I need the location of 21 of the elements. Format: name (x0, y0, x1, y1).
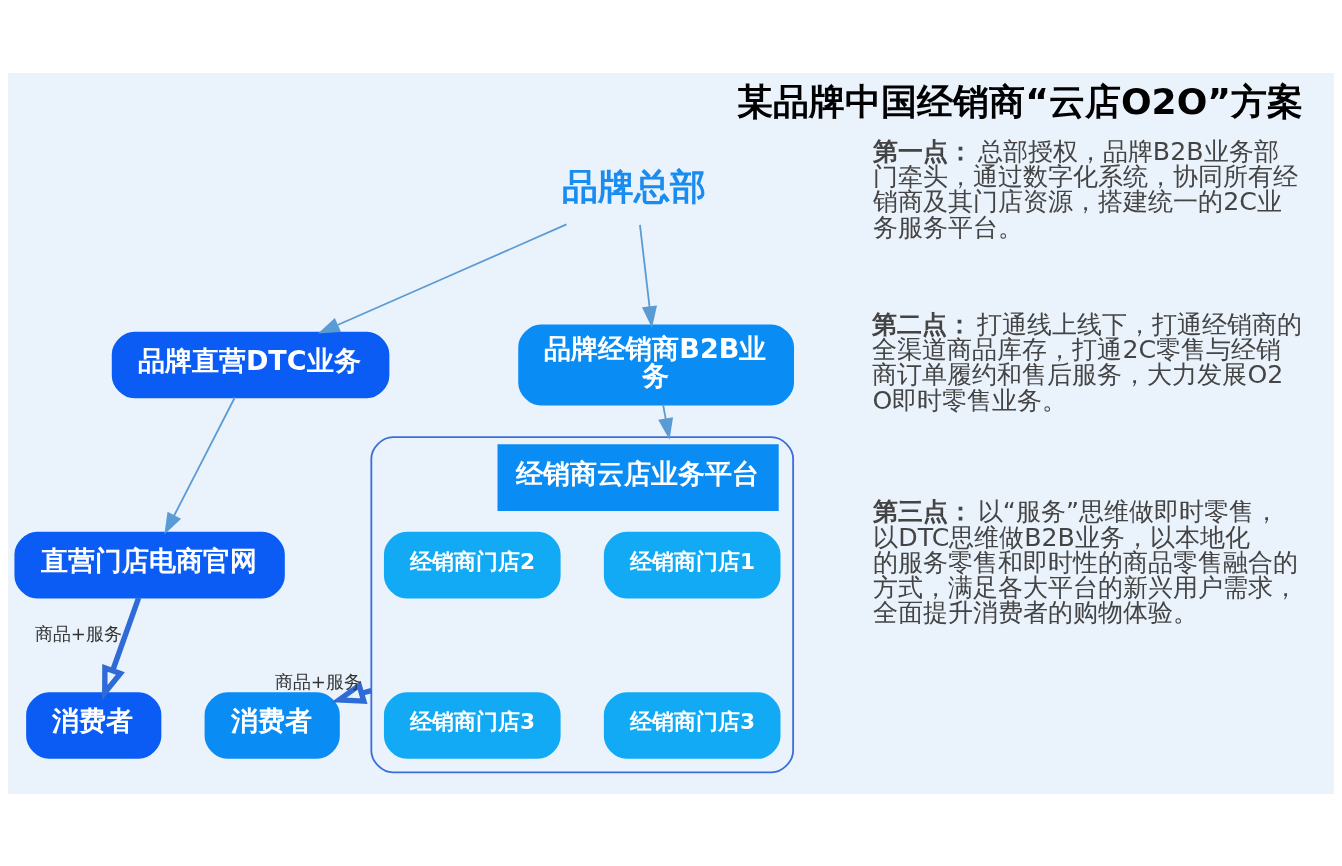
node-box: 消费者 (204, 691, 340, 759)
arrow (164, 396, 236, 535)
node-box: 直营门店电商官网 (14, 531, 285, 598)
arrow (318, 223, 568, 334)
edge-label: 商品+服务 (34, 622, 122, 644)
arrow (658, 403, 674, 440)
label: 第二点：打通线上线下，打通经销商的全渠道商品库存，打通2C零售与经销商订单履约和售后服务，大力发展O2O即时零售业务。 (872, 309, 1302, 415)
node-box: 消费者 (26, 691, 162, 759)
label: 第一点：总部授权，品牌B2B业务部门牵头，通过数字化系统，协同所有经销商及其门店资源，搭建统一的2C业务服务平台。 (873, 136, 1299, 242)
node-box: 经销商门店2 (383, 531, 561, 598)
node-text: 品牌总部 (562, 165, 707, 208)
arrow (102, 596, 142, 700)
edge-label: 商品+服务 (274, 670, 362, 692)
node-box: 品牌直营DTC业务 (111, 331, 390, 398)
node-box: 经销商门店1 (603, 531, 781, 598)
label: 第三点：以“服务”思维做即时零售，以DTC思维做B2B业务，以本地化的服务零售和即时性的商品零售融合的方式，满足各大平台的新兴用户需求，全面提升消费者的购物体验。 (873, 496, 1299, 627)
arrow (639, 223, 657, 328)
node-box: 经销商门店3 (603, 691, 781, 759)
node-box: 品牌经销商B2B业务 (518, 323, 794, 406)
node-box: 经销商门店3 (383, 691, 561, 759)
diagram-title: 某品牌中国经销商“云店O2O”方案 (737, 80, 1304, 123)
